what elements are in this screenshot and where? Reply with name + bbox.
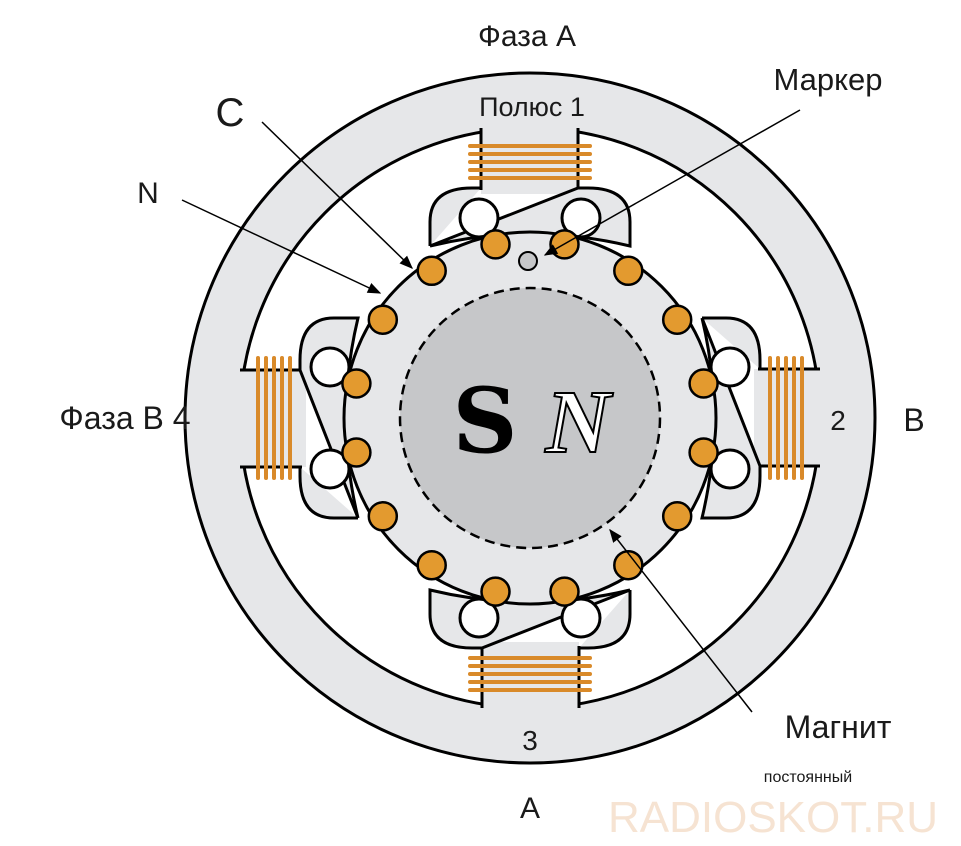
- permanent-magnet: [398, 286, 662, 550]
- marker-dot: [518, 251, 538, 271]
- label-marker: Маркер: [773, 62, 882, 97]
- rotor-tooth: [341, 368, 372, 399]
- stator-poles: [236, 124, 824, 712]
- magnet-leader-arrow: [609, 528, 753, 713]
- stator-pole: [236, 316, 360, 520]
- label-pole-2: 2: [830, 405, 846, 436]
- rotor-tooth: [480, 576, 511, 607]
- coil-winding: [468, 144, 592, 180]
- label-pole-1: Полюс 1: [479, 92, 585, 122]
- coil-winding: [256, 356, 292, 480]
- rotor-tooth: [688, 368, 719, 399]
- rotor-tooth: [661, 501, 693, 532]
- label-permanent: постоянный: [764, 769, 852, 786]
- label-pole-3: 3: [522, 725, 538, 756]
- rotor-teeth: [341, 229, 719, 607]
- stator-pole: [428, 124, 632, 248]
- rotor-tooth: [367, 501, 399, 532]
- label-b: B: [903, 402, 924, 438]
- rotor-tooth: [613, 549, 644, 581]
- rotor-s-letter: S: [453, 368, 518, 474]
- rotor-tooth: [549, 576, 580, 607]
- label-n: N: [137, 177, 159, 210]
- label-magnet: Магнит: [785, 709, 892, 745]
- marker-leader-arrow: [543, 109, 801, 256]
- label-phase-b-4: Фаза В 4: [59, 400, 190, 436]
- rotor-tooth: [613, 255, 644, 287]
- rotor-tooth: [480, 229, 511, 260]
- rotor-tooth: [341, 437, 372, 468]
- rotor-n-letter: N: [545, 373, 614, 472]
- rotor-tooth: [416, 549, 447, 581]
- c-leader-arrow: [261, 121, 413, 269]
- rotor-tooth: [416, 255, 447, 287]
- coil-winding: [768, 356, 804, 480]
- label-a: A: [520, 792, 540, 825]
- watermark: RADIOSKOT.RU: [608, 793, 938, 842]
- rotor-tooth: [688, 437, 719, 468]
- n-leader-arrow: [181, 199, 382, 294]
- rotor-tooth: [661, 304, 693, 335]
- rotor-tooth: [367, 304, 399, 335]
- stator-pole: [428, 588, 632, 712]
- label-c: C: [216, 91, 245, 135]
- stator-pole: [700, 316, 824, 520]
- coil-winding: [468, 656, 592, 692]
- label-phase-a: Фаза А: [478, 20, 576, 53]
